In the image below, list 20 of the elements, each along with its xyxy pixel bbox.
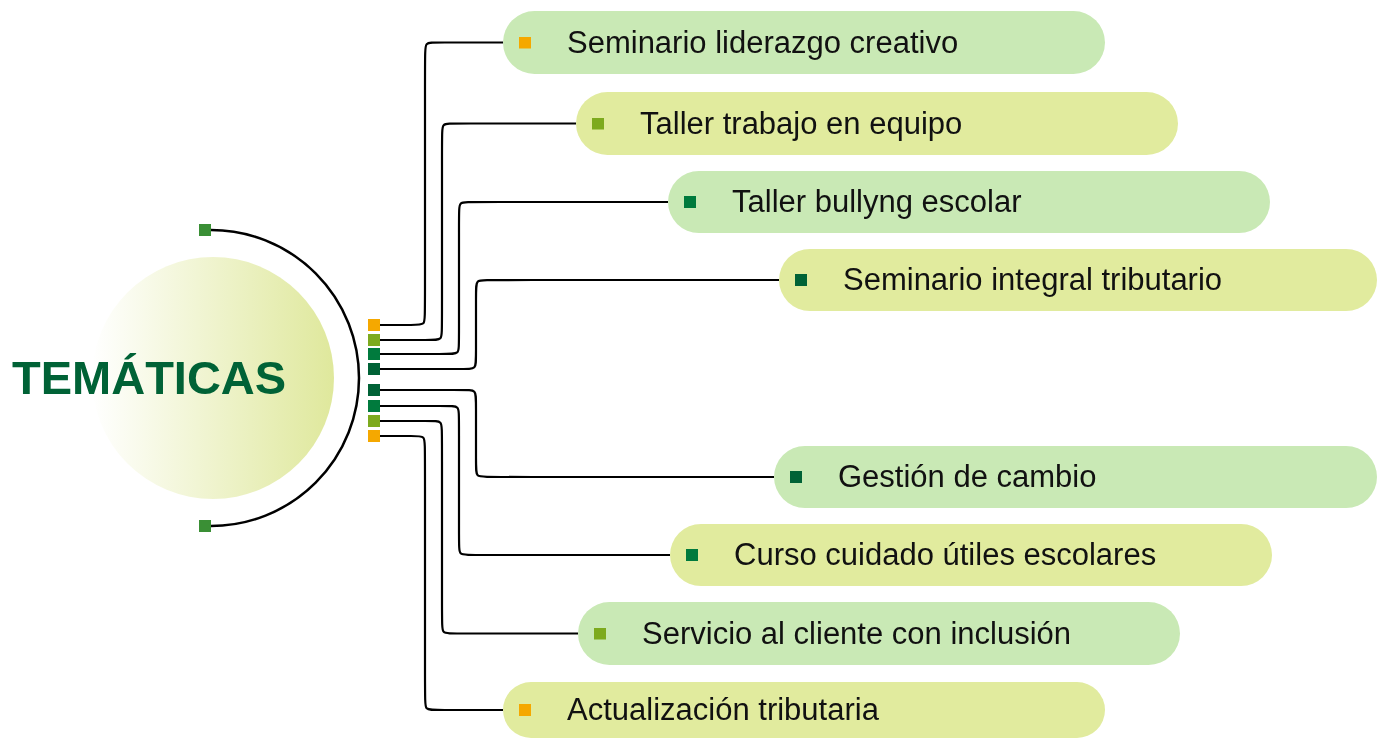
- topic-label: Taller bullyng escolar: [732, 184, 1022, 220]
- connector-line: [368, 415, 606, 640]
- topic-pill: [503, 682, 1105, 738]
- topic-label: Actualización tributaria: [567, 692, 879, 728]
- connector-line: [368, 274, 807, 375]
- topic-label: Servicio al cliente con inclusión: [642, 615, 1072, 652]
- topic-label: Gestión de cambio: [838, 459, 1097, 495]
- topic-title: TEMÁTICAS: [12, 350, 287, 405]
- connector-line: [368, 117, 604, 346]
- topic-label: Taller trabajo en equipo: [640, 105, 963, 142]
- topic-label: Seminario liderazgo creativo: [567, 24, 959, 61]
- topic-pill: [774, 446, 1377, 508]
- connector-line: [368, 400, 698, 561]
- topic-pill: [779, 249, 1377, 311]
- connector-line: [368, 196, 696, 360]
- topic-label: Curso cuidado útiles escolares: [734, 537, 1157, 573]
- connector-line: [368, 384, 802, 483]
- connector-line: [368, 430, 531, 716]
- topic-label: Seminario integral tributario: [843, 262, 1223, 298]
- connector-line: [368, 36, 531, 331]
